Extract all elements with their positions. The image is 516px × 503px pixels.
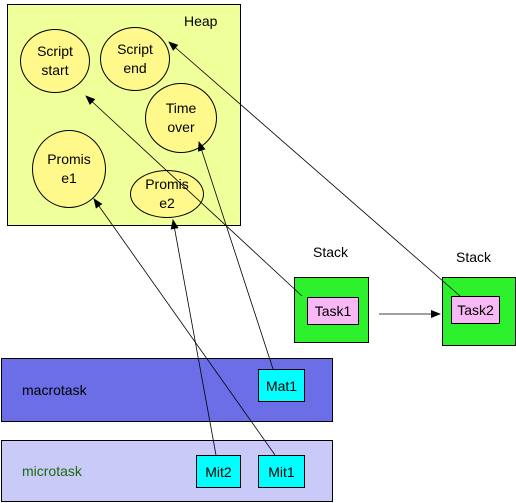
mit1-box: Mit1 [258,455,305,488]
microtask-label: microtask [22,463,82,479]
mit2-box: Mit2 [196,455,241,488]
task1-box: Task1 [307,297,359,325]
stack-label-1: Stack [313,244,349,260]
heap-title: Heap [184,13,218,29]
mat1-box: Mat1 [258,369,305,402]
promise2-object: Promis e2 [130,170,204,218]
stack-label-2: Stack [456,249,492,265]
task2-box: Task2 [451,296,500,324]
promise1-object: Promis e1 [32,130,106,208]
time-over-object: Time over [145,83,217,153]
script-start-object: Script start [20,29,90,93]
script-end-object: Script end [100,27,170,91]
macrotask-label: macrotask [22,382,87,398]
